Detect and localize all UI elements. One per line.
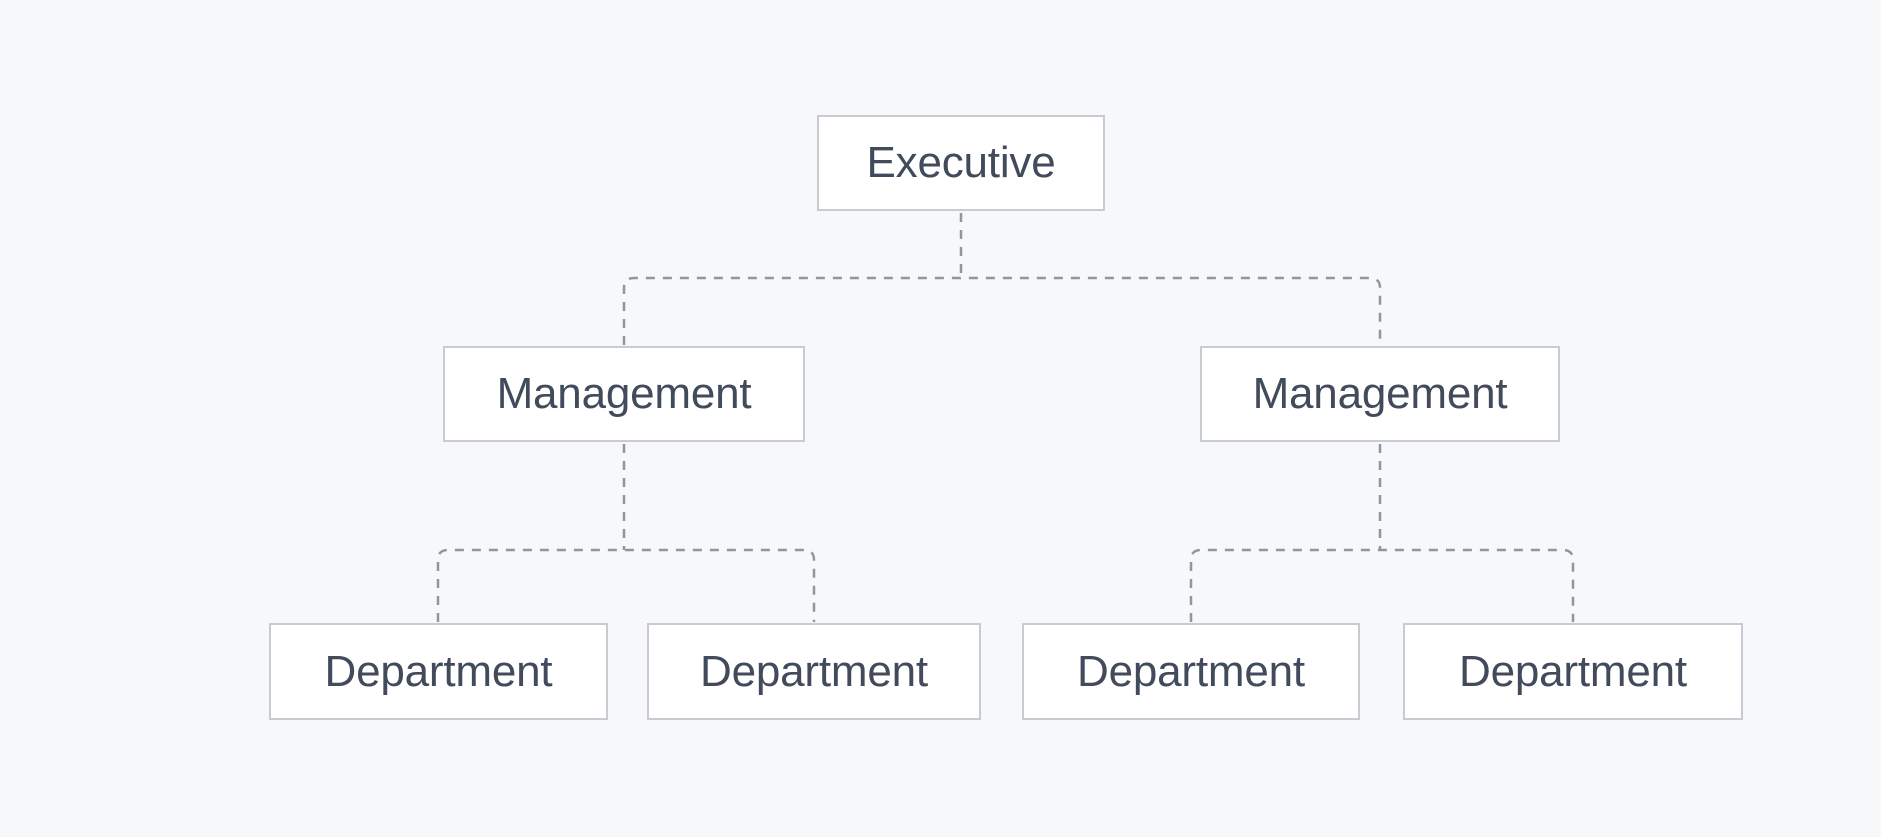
node-department-2[interactable]: Department [647, 623, 981, 720]
edge-management-2-children [1189, 548, 1575, 622]
node-department-4-label: Department [1459, 646, 1687, 696]
node-department-3[interactable]: Department [1022, 623, 1360, 720]
edge-executive-children [622, 276, 1382, 345]
node-management-2-label: Management [1252, 369, 1508, 418]
node-department-4[interactable]: Department [1403, 623, 1743, 720]
node-executive-label: Executive [866, 138, 1056, 187]
node-department-1[interactable]: Department [269, 623, 608, 720]
node-department-1-label: Department [324, 646, 553, 696]
edge-management-1-children [436, 548, 816, 622]
node-management-1-label: Management [496, 369, 752, 418]
node-management-2[interactable]: Management [1200, 346, 1560, 442]
node-management-1[interactable]: Management [443, 346, 805, 442]
node-department-3-label: Department [1077, 646, 1305, 696]
node-executive[interactable]: Executive [817, 115, 1105, 211]
node-department-2-label: Department [700, 646, 928, 696]
